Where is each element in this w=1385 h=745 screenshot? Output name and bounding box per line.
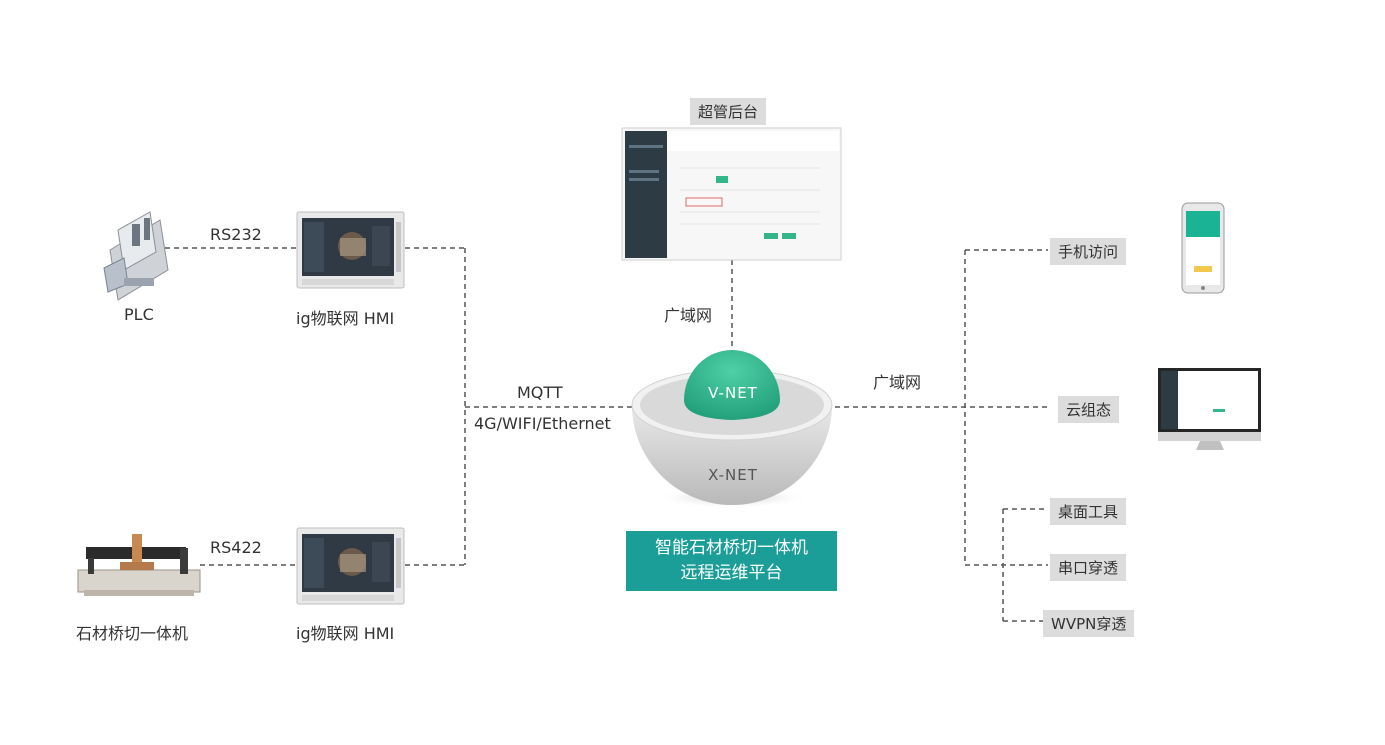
- xnet-label: X-NET: [708, 466, 758, 484]
- phone-icon: [1181, 202, 1225, 294]
- bridge-saw-machine-icon: [77, 534, 201, 596]
- admin-console-screenshot: [621, 127, 842, 261]
- platform-banner: 智能石材桥切一体机 远程运维平台: [626, 531, 837, 591]
- hmi-top-label: ig物联网 HMI: [296, 309, 395, 328]
- vnet-label: V-NET: [708, 384, 758, 402]
- transport-label: 4G/WIFI/Ethernet: [474, 414, 611, 433]
- hmi-panel-icon: [296, 211, 405, 289]
- plc-device-icon: [103, 211, 169, 301]
- rs232-label: RS232: [210, 225, 262, 244]
- tag-serial-passthrough: 串口穿透: [1050, 554, 1127, 581]
- tag-wvpn-passthrough: WVPN穿透: [1043, 610, 1135, 637]
- tag-desktop-tool: 桌面工具: [1050, 498, 1127, 525]
- mqtt-label: MQTT: [517, 383, 563, 402]
- connection-lines: [165, 247, 1048, 622]
- tag-cloud-scada: 云组态: [1058, 396, 1120, 423]
- tag-mobile-access: 手机访问: [1050, 238, 1127, 265]
- wan-right-label: 广域网: [873, 373, 922, 392]
- platform-title-line2: 远程运维平台: [680, 563, 783, 583]
- cloud-hub-icon: [631, 350, 833, 508]
- hmi-panel-icon: [296, 527, 405, 605]
- plc-label: PLC: [124, 305, 154, 324]
- hmi-bottom-label: ig物联网 HMI: [296, 624, 395, 643]
- rs422-label: RS422: [210, 538, 262, 557]
- wan-top-label: 广域网: [664, 306, 713, 325]
- desktop-monitor-icon: [1158, 368, 1261, 450]
- platform-title-line1: 智能石材桥切一体机: [655, 538, 808, 558]
- admin-console-tag: 超管后台: [690, 98, 767, 125]
- machine-label: 石材桥切一体机: [76, 624, 189, 643]
